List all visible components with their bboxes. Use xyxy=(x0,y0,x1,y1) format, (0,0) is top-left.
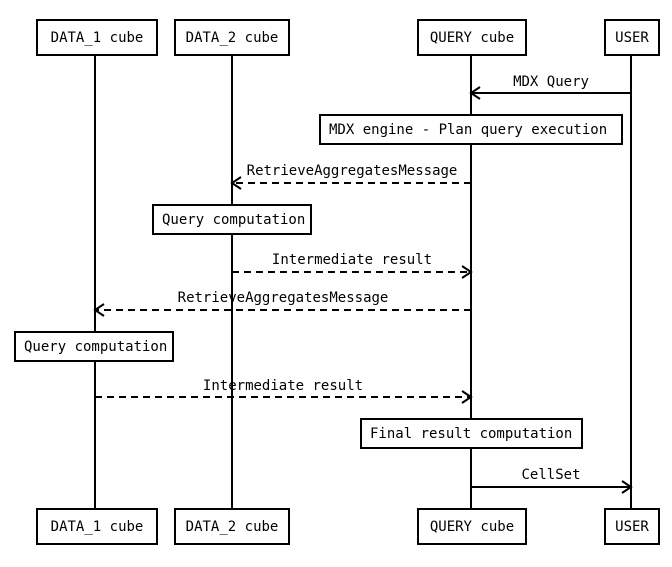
message-text: CellSet xyxy=(521,467,581,483)
message-label-mdx-query: MDX Query xyxy=(513,74,589,90)
message-text: Intermediate result xyxy=(271,252,433,268)
arrowhead-intermediate-1 xyxy=(461,390,473,404)
participant-label: DATA_1 cube xyxy=(50,29,144,46)
message-label-intermediate-result-data2: Intermediate result xyxy=(272,252,432,268)
arrowhead-mdx-query xyxy=(469,86,481,100)
participant-box-data2-bottom[interactable]: DATA_2 cube xyxy=(174,508,290,545)
message-text: RetrieveAggregatesMessage xyxy=(177,290,389,306)
message-label-intermediate-result-data1: Intermediate result xyxy=(203,378,363,394)
participant-box-user-bottom[interactable]: USER xyxy=(604,508,660,545)
activation-box-final-result-computation[interactable]: Final result computation xyxy=(360,418,583,449)
participant-box-query-bottom[interactable]: QUERY cube xyxy=(417,508,527,545)
participant-label: QUERY cube xyxy=(429,518,515,535)
activation-box-query-computation-data1[interactable]: Query computation xyxy=(14,331,174,362)
activation-label: Final result computation xyxy=(370,425,573,442)
participant-box-data1-top[interactable]: DATA_1 cube xyxy=(36,19,158,56)
participant-box-data2-top[interactable]: DATA_2 cube xyxy=(174,19,290,56)
message-text: Intermediate result xyxy=(202,378,364,394)
activation-box-query-computation-data2[interactable]: Query computation xyxy=(152,204,312,235)
participant-label: QUERY cube xyxy=(429,29,515,46)
message-text: MDX Query xyxy=(513,74,589,90)
participant-label: DATA_2 cube xyxy=(185,518,279,535)
activation-box-mdx-engine[interactable]: MDX engine - Plan query execution xyxy=(319,114,623,145)
activation-label: MDX engine - Plan query execution xyxy=(329,121,608,138)
message-label-retrieve-aggregates-data1: RetrieveAggregatesMessage xyxy=(178,290,389,306)
participant-box-user-top[interactable]: USER xyxy=(604,19,660,56)
activation-label: Query computation xyxy=(162,211,306,228)
participant-box-data1-bottom[interactable]: DATA_1 cube xyxy=(36,508,158,545)
arrowhead-intermediate-2 xyxy=(461,265,473,279)
participant-label: USER xyxy=(615,518,649,535)
message-label-retrieve-aggregates-data2: RetrieveAggregatesMessage xyxy=(247,163,458,179)
arrowhead-retrieve-agg-1 xyxy=(93,303,105,317)
message-label-cellset: CellSet xyxy=(521,467,580,483)
arrowhead-cellset xyxy=(621,480,633,494)
arrowhead-retrieve-agg-2 xyxy=(230,176,242,190)
message-text: RetrieveAggregatesMessage xyxy=(246,163,458,179)
participant-label: DATA_1 cube xyxy=(50,518,144,535)
participant-label: DATA_2 cube xyxy=(185,29,279,46)
participant-label: USER xyxy=(615,29,649,46)
activation-label: Query computation xyxy=(24,338,168,355)
participant-box-query-top[interactable]: QUERY cube xyxy=(417,19,527,56)
